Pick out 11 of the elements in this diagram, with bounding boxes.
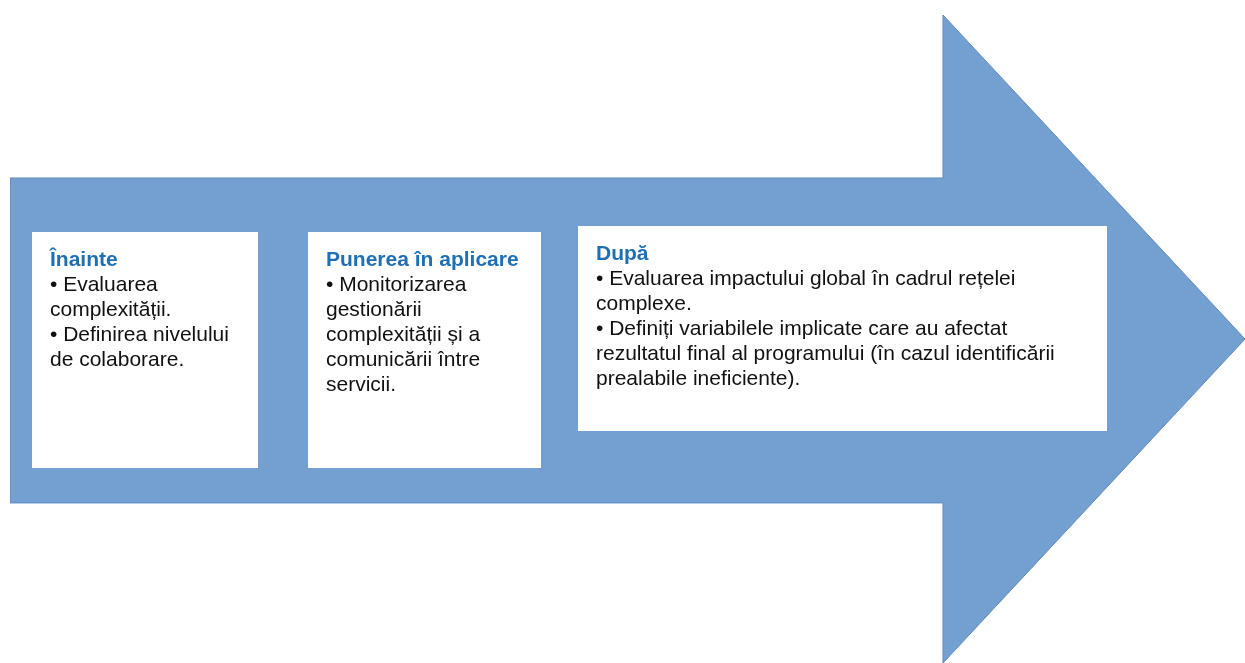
heading-text: Înainte xyxy=(50,246,119,271)
bullet-text: • Evaluarea complexității. xyxy=(50,271,173,321)
bullet-text: • Monitorizarea gestionării complexității și a comunicării între servicii. xyxy=(326,271,482,396)
text-card xyxy=(578,226,1107,431)
heading-text: Punerea în aplicare xyxy=(326,246,520,271)
text-card xyxy=(32,232,258,468)
text-card xyxy=(308,232,541,468)
bullet-text: • Definirea nivelului de colaborare. xyxy=(50,321,230,371)
bullet-text: • Definiți variabilele implicate care au afectat rezultatul final al programului (în cazul identificării prealabile ineficiente). xyxy=(596,315,1056,390)
heading-text: După xyxy=(596,240,650,265)
bullet-text: • Evaluarea impactului global în cadrul rețelei complexe. xyxy=(596,265,1017,315)
